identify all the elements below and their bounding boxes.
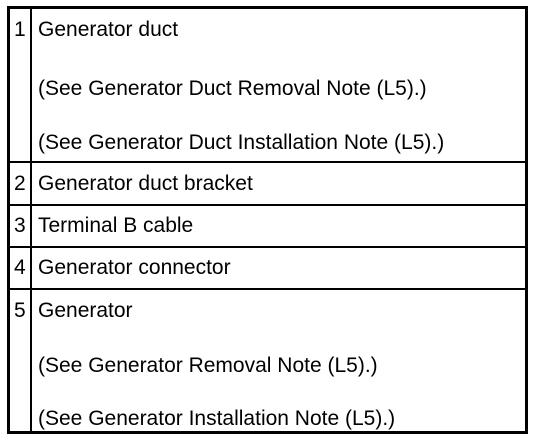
row-number: 5	[14, 299, 26, 322]
row-number-cell: 1	[10, 9, 32, 161]
table-row: 1 Generator duct (See Generator Duct Rem…	[10, 9, 525, 161]
table-row: 4 Generator connector	[10, 246, 525, 288]
row-number: 4	[14, 256, 26, 279]
removal-note: (See Generator Removal Note (L5).)	[38, 354, 378, 377]
part-name: Generator duct	[38, 18, 179, 41]
installation-note: (See Generator Duct Installation Note (L…	[38, 131, 445, 154]
parts-table: 1 Generator duct (See Generator Duct Rem…	[7, 6, 528, 434]
installation-note: (See Generator Installation Note (L5).)	[38, 407, 396, 430]
table-row: 3 Terminal B cable	[10, 204, 525, 246]
part-name: Terminal B cable	[38, 214, 194, 237]
part-name: Generator	[38, 299, 133, 322]
row-number-cell: 2	[10, 163, 32, 204]
part-name: Generator duct bracket	[38, 172, 253, 195]
row-number-cell: 4	[10, 248, 32, 288]
row-number: 2	[14, 172, 26, 195]
part-name: Generator connector	[38, 256, 231, 279]
row-number-cell: 5	[10, 290, 32, 433]
removal-note: (See Generator Duct Removal Note (L5).)	[38, 77, 427, 100]
row-number: 3	[14, 214, 26, 237]
table-row: 2 Generator duct bracket	[10, 161, 525, 204]
row-number: 1	[14, 18, 26, 41]
table-row: 5 Generator (See Generator Removal Note …	[10, 288, 525, 433]
row-number-cell: 3	[10, 206, 32, 246]
